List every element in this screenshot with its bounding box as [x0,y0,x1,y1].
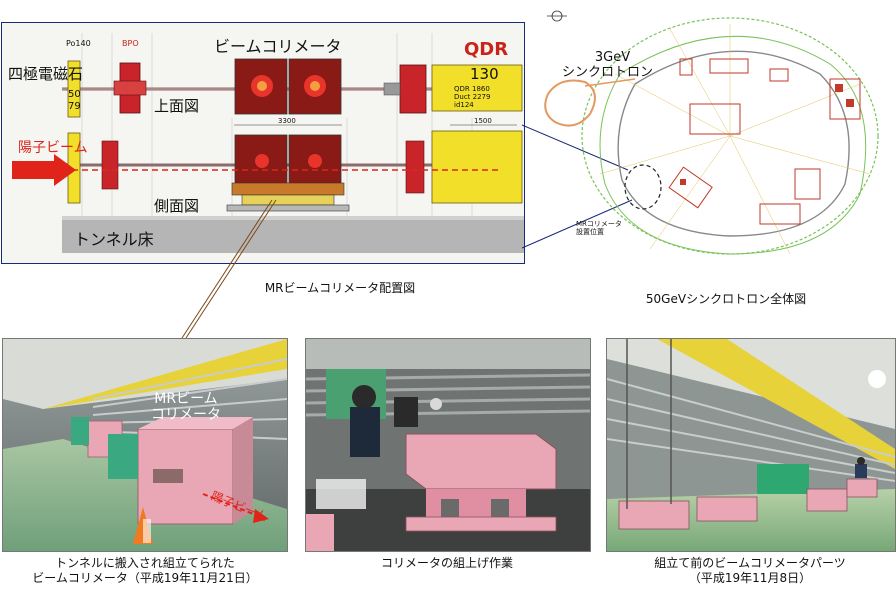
photo3-caption-line1: 組立て前のビームコリメータパーツ [654,556,846,570]
booster-label-line1: 3GeV [594,50,631,65]
qdr-note: id124 [454,101,474,109]
qdr-notes: QDR 1860 Duct 2279 id124 [454,85,490,109]
photo1-caption-line1: トンネルに搬入され組立てられた [55,556,235,570]
left-note: BPO [122,39,139,48]
photo2-caption: コリメータの組上げ作業 [380,556,513,570]
top-view-label: 上面図 [154,97,200,115]
photo-overlay-label: MRビーム コリメータ [151,391,221,423]
compass-icon [547,10,567,22]
parts-photo-drawing [607,339,895,551]
layout-drawing [2,23,524,263]
synchrotron-map: 3GeV シンクロトロン MRコリメータ 設置位置 [530,4,892,284]
collimator-title: ビームコリメータ [214,37,342,56]
side-view-label: 側面図 [154,197,200,215]
left-note: 79 [68,101,81,112]
qdr-label: QDR [464,39,509,60]
collimator-location-marker [624,164,662,210]
qdr-note: Duct 2279 [454,93,491,101]
synchrotron-drawing [544,10,879,255]
overlay-line1: MRビーム [154,391,218,407]
qdr-number: 130 [470,65,499,83]
photo3-caption: 組立て前のビームコリメータパーツ （平成19年11月8日） [606,556,894,586]
location-note-line1: MRコリメータ [576,220,622,228]
collimator-layout-diagram: ビームコリメータ 四極電磁石 上面図 側面図 陽子ビーム トンネル床 QDR 1… [1,22,525,264]
booster-label-line2: シンクロトロン [562,65,654,80]
proton-beam-label: 陽子ビーム [18,140,88,156]
beam-direction-arrow-icon [253,509,269,523]
photo-tunnel-collimator: MRビーム コリメータ 陽子ビーム [2,338,288,552]
photo1-caption: トンネルに搬入され組立てられた ビームコリメータ（平成19年11月21日） [0,556,290,586]
synchrotron-map-caption: 50GeVシンクロトロン全体図 [645,292,807,306]
tunnel-floor-label: トンネル床 [74,230,154,249]
photo-assembly-work [305,338,591,552]
left-note: 50 [68,89,81,100]
photo1-caption-line2: ビームコリメータ（平成19年11月21日） [32,571,258,585]
booster-label: 3GeV シンクロトロン [562,50,653,80]
photo-collimator-parts [606,338,896,552]
beam-arrow-icon [12,154,76,186]
location-note-line2: 設置位置 [576,228,604,236]
quad-magnet-label: 四極電磁石 [8,65,84,83]
location-note: MRコリメータ 設置位置 [576,220,622,236]
left-note: Po140 [66,39,91,48]
assembly-photo-drawing [306,339,590,551]
side-dimension: 3300 [278,117,296,125]
layout-diagram-caption: MRビームコリメータ配置図 [264,281,416,295]
qdr-note: QDR 1860 [454,85,490,93]
photo3-caption-line2: （平成19年11月8日） [688,571,812,585]
right-dimension: 1500 [474,117,492,125]
tunnel-photo-drawing [3,339,287,551]
overlay-line2: コリメータ [151,407,221,423]
